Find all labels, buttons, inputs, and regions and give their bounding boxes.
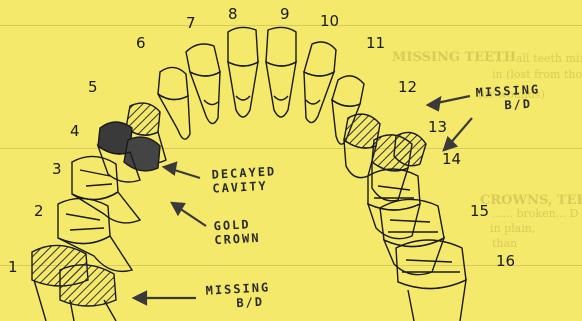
tooth-number-16: 16	[496, 252, 515, 270]
tooth-number-13: 13	[428, 118, 447, 136]
arrow-gold	[172, 203, 206, 226]
arrow-missing-bottom	[134, 292, 196, 304]
tooth-number-8: 8	[228, 5, 238, 23]
tooth-number-12: 12	[398, 78, 417, 96]
tooth-number-4: 4	[70, 122, 80, 140]
tooth-1-missing	[32, 245, 116, 321]
tooth-13-missing	[372, 132, 426, 200]
tooth-number-2: 2	[34, 202, 44, 220]
tooth-14	[368, 169, 420, 239]
tooth-number-15: 15	[470, 202, 489, 220]
annotation-missing-bottom: MISSING B/D	[205, 280, 271, 311]
tooth-number-9: 9	[280, 5, 290, 23]
annotation-decayed-cavity: DECAYED CAVITY	[211, 164, 277, 195]
tooth-number-5: 5	[88, 78, 98, 96]
tooth-7	[186, 44, 220, 124]
tooth-9	[266, 27, 296, 117]
arrow-decayed	[164, 163, 200, 178]
annotation-gold-crown: GOLD CROWN	[213, 217, 261, 247]
tooth-number-6: 6	[136, 34, 146, 52]
annotation-gold-line2: CROWN	[214, 231, 261, 247]
tooth-number-11: 11	[366, 34, 385, 52]
tooth-number-1: 1	[8, 258, 18, 276]
arrow-missing-right-12	[428, 96, 470, 110]
tooth-number-10: 10	[320, 12, 339, 30]
arrow-missing-right-13	[444, 118, 472, 150]
tooth-number-14: 14	[442, 150, 461, 168]
tooth-number-3: 3	[52, 160, 62, 178]
annotation-missing-right: MISSING B/D	[475, 82, 541, 113]
tooth-10	[304, 42, 336, 123]
tooth-number-7: 7	[186, 14, 196, 32]
tooth-16	[396, 240, 466, 321]
tooth-6	[158, 67, 190, 139]
tooth-8	[228, 27, 258, 117]
